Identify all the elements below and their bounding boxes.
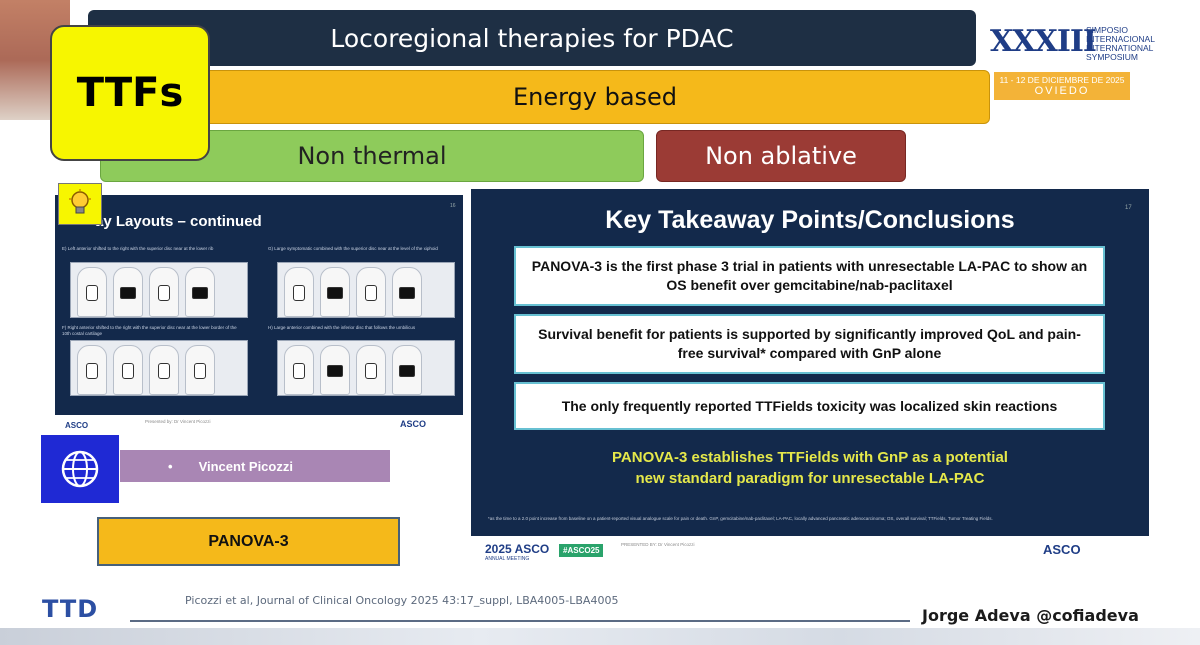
trial-label: PANOVA-3	[208, 532, 289, 550]
takeaway-text-3: The only frequently reported TTFields to…	[561, 397, 1058, 414]
energy-based-label: Energy based	[512, 83, 678, 111]
ttd-logo: TTD	[42, 595, 120, 623]
conclusion-text: PANOVA-3 establishes TTFields with GnP a…	[471, 447, 1149, 489]
symposium-line3: INTERNATIONAL	[1086, 43, 1154, 53]
symposium-roman-numeral: XXXIII	[990, 24, 1097, 59]
asco-meeting-logo: 2025 ASCO	[485, 542, 550, 556]
title-text: Locoregional therapies for PDAC	[330, 23, 734, 53]
non-thermal-label: Non thermal	[297, 142, 447, 170]
conclusion-line-1: PANOVA-3 establishes TTFields with GnP a…	[612, 449, 1008, 466]
array-layouts-title: ay Layouts – continued	[95, 213, 262, 230]
takeaway-box-2: Survival benefit for patients is support…	[514, 314, 1105, 374]
lightbulb-icon	[58, 183, 102, 225]
body-diagram-h	[277, 340, 455, 396]
presenter-bullet: •	[168, 458, 173, 474]
symposium-line2: INTERNACIONAL	[1086, 34, 1155, 44]
asco-hashtag: #ASCO25	[559, 544, 604, 557]
body-diagram-e	[70, 262, 248, 318]
left-presenter-credit: Presented by: Dr Vincent Picozzi	[145, 419, 211, 424]
symposium-line4: SYMPOSIUM	[1086, 52, 1138, 62]
symposium-date-band: 11 - 12 DE DICIEMBRE DE 2025 OVIEDO	[994, 72, 1130, 100]
ttfs-label: TTFs	[76, 70, 184, 116]
right-slide-footnote: *as the time to a 2.0 point increase fro…	[488, 516, 993, 521]
takeaway-box-1: PANOVA-3 is the first phase 3 trial in p…	[514, 246, 1105, 306]
right-slide-page-number: 17	[1125, 205, 1132, 211]
takeaway-box-3: The only frequently reported TTFields to…	[514, 382, 1105, 430]
bottom-divider	[130, 620, 910, 622]
takeaway-text-2: Survival benefit for patients is support…	[538, 326, 1081, 361]
panel-caption-h: H) Large anterior combined with the infe…	[268, 325, 416, 330]
left-slide-footer: ASCO Presented by: Dr Vincent Picozzi AS…	[55, 415, 463, 437]
trial-label-box: PANOVA-3	[97, 517, 400, 566]
non-ablative-bar: Non ablative	[656, 130, 906, 182]
right-asco-logo: ASCO	[1043, 542, 1081, 557]
takeaway-text-1: PANOVA-3 is the first phase 3 trial in p…	[531, 258, 1088, 293]
conclusion-line-2: new standard paradigm for unresectable L…	[635, 470, 985, 487]
symposium-dates: 11 - 12 DE DICIEMBRE DE 2025	[999, 75, 1125, 85]
symposium-line1: SIMPOSIO	[1086, 25, 1129, 35]
svg-text:TTD: TTD	[42, 595, 98, 621]
panel-caption-g: G) Large symptomatic combined with the s…	[268, 246, 438, 251]
left-slide-page-number: 16	[450, 203, 456, 209]
key-takeaways-title: Key Takeaway Points/Conclusions	[605, 206, 1015, 234]
presenter-name: Vincent Picozzi	[198, 458, 293, 474]
panel-caption-f: F) Right anterior shifted to the right w…	[62, 325, 237, 336]
non-ablative-label: Non ablative	[705, 142, 857, 170]
symposium-logo: XXXIII SIMPOSIO INTERNACIONAL INTERNATIO…	[990, 20, 1155, 102]
energy-based-bar: Energy based	[200, 70, 990, 124]
body-diagram-g	[277, 262, 455, 318]
author-handle: Jorge Adeva @cofiadeva	[922, 606, 1139, 625]
panel-caption-e: E) Left anterior shifted to the right wi…	[62, 246, 214, 251]
citation-text: Picozzi et al, Journal of Clinical Oncol…	[185, 594, 619, 607]
presenter-bar: • Vincent Picozzi	[120, 450, 390, 482]
globe-icon[interactable]	[41, 435, 119, 503]
title-bar: Locoregional therapies for PDAC	[88, 10, 976, 66]
body-diagram-f	[70, 340, 248, 396]
symposium-words: SIMPOSIO INTERNACIONAL INTERNATIONAL SYM…	[1086, 26, 1155, 62]
ttfs-badge: TTFs	[50, 25, 210, 161]
left-asco-logo: ASCO	[400, 419, 427, 429]
background-bottom-strip	[0, 628, 1200, 645]
asco-meeting-sub: ANNUAL MEETING	[485, 556, 530, 562]
right-presenter-credit: PRESENTED BY: Dr Vincent Picozzi	[621, 542, 695, 547]
right-slide-footer: 2025 ASCO ANNUAL MEETING #ASCO25 PRESENT…	[471, 536, 1149, 566]
symposium-city: OVIEDO	[1034, 85, 1090, 97]
left-asco-mark: ASCO	[65, 421, 89, 430]
